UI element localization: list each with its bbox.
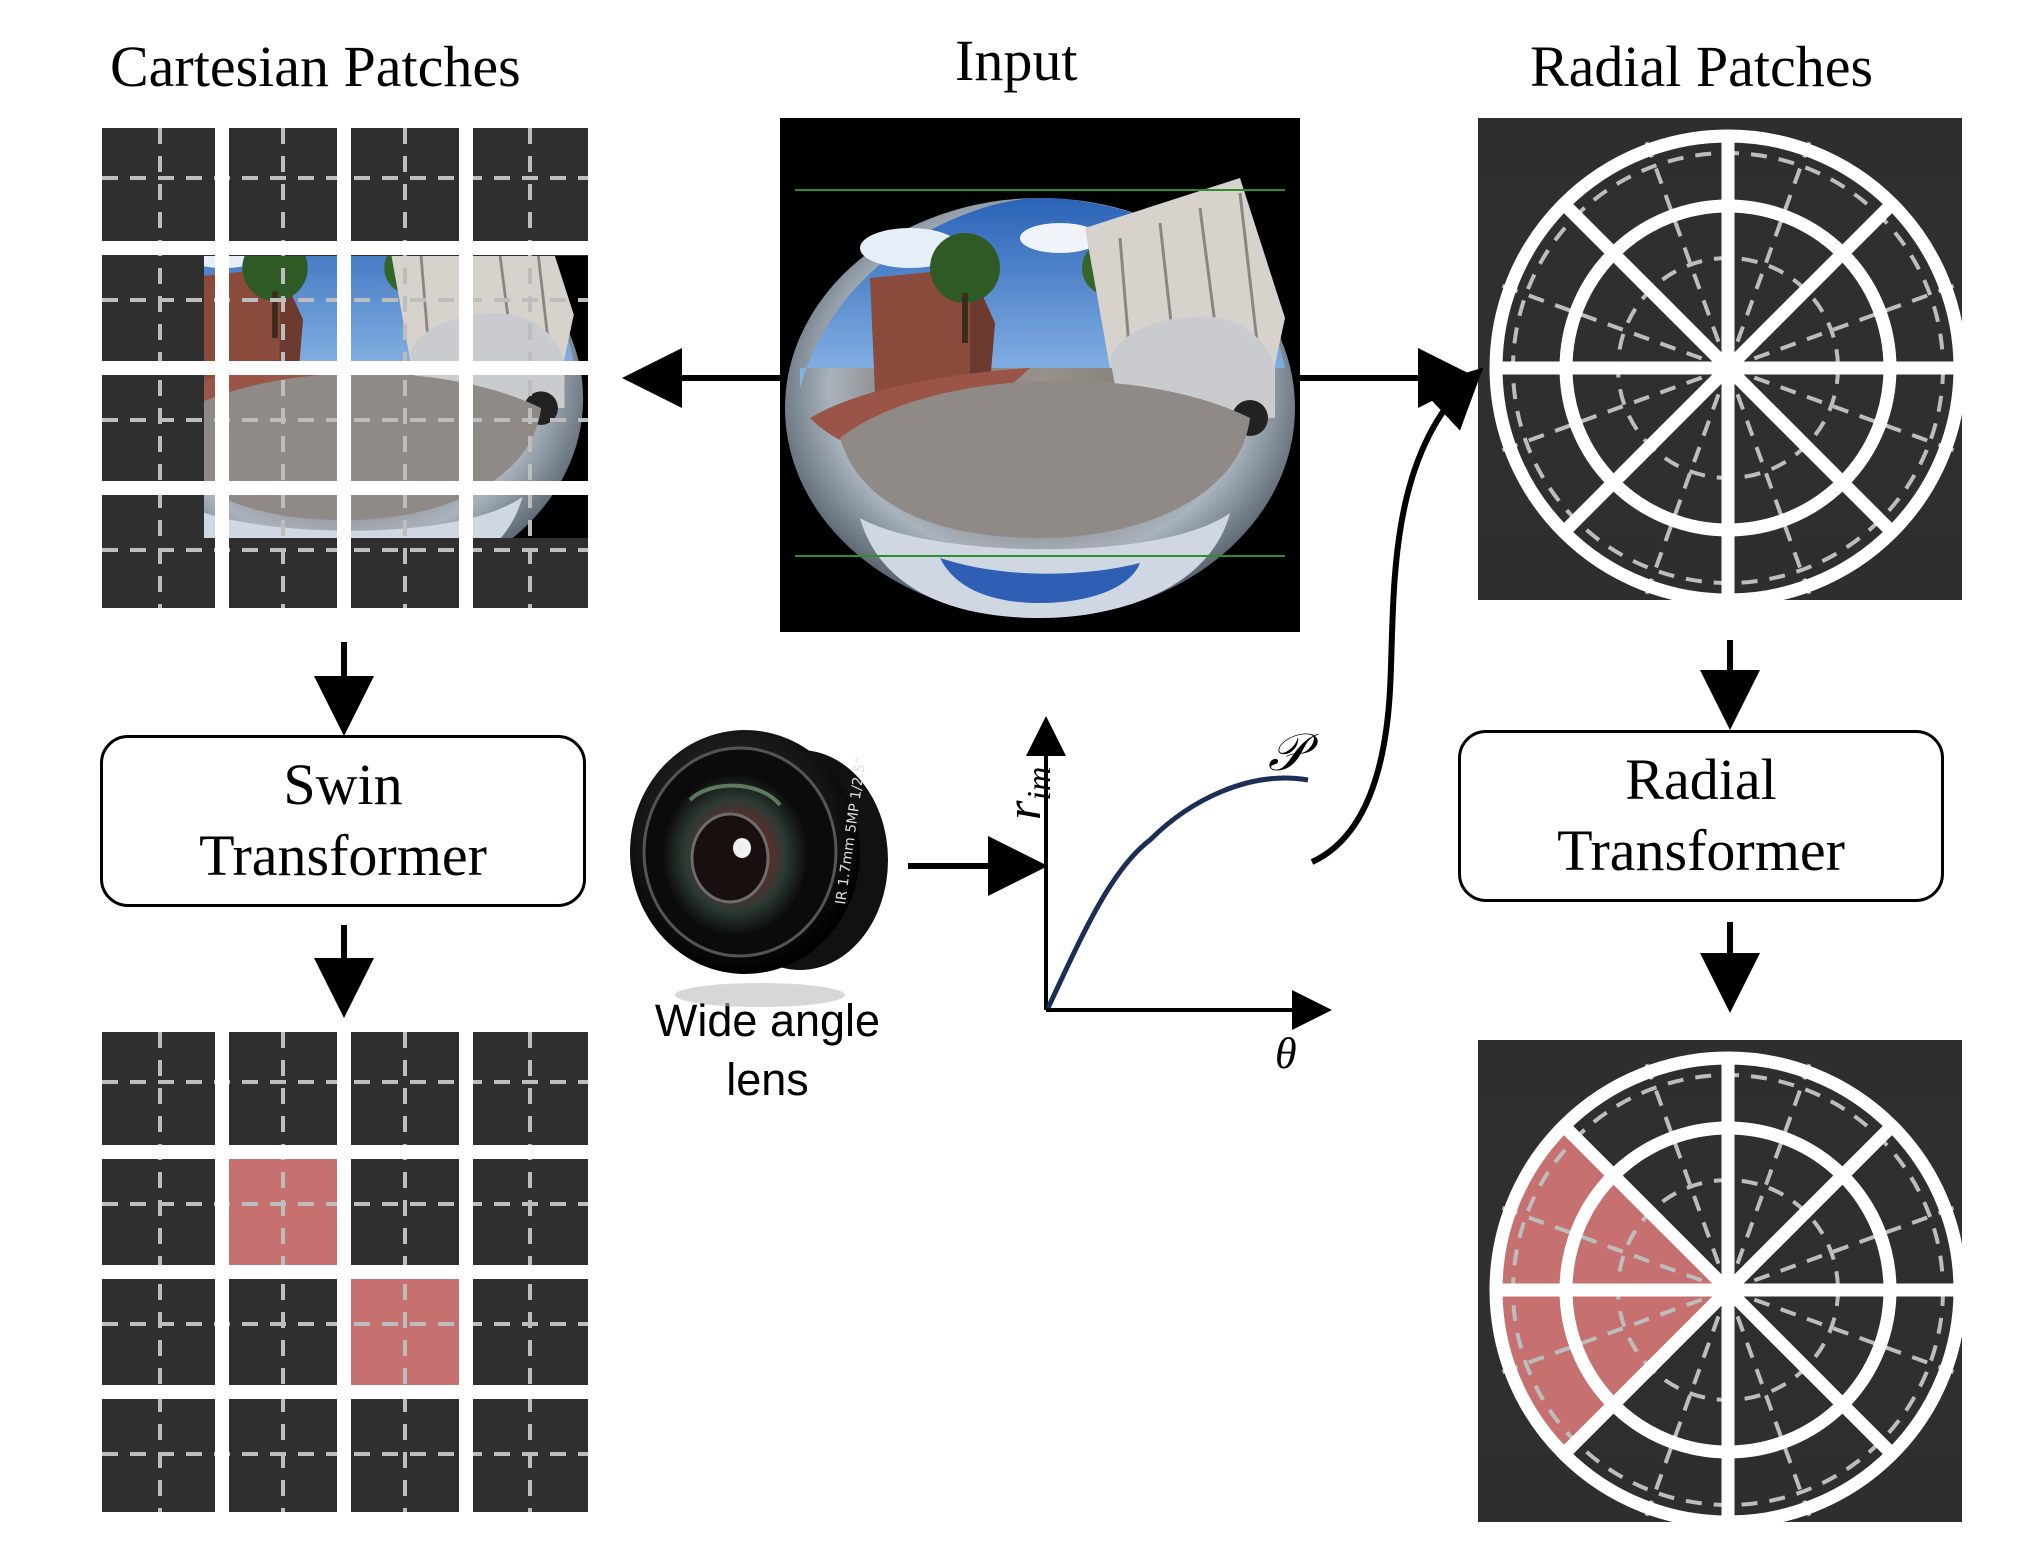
- radial-label-line2: Transformer: [1557, 818, 1845, 883]
- lens-icon: IR 1.7mm 5MP 1/2.5": [630, 730, 888, 1007]
- x-axis-label: θ: [1275, 1029, 1297, 1078]
- radial-output-image: [1478, 1040, 1967, 1529]
- curve-label: 𝒫: [1268, 723, 1319, 783]
- y-axis-label: rim: [995, 767, 1058, 820]
- swin-label-line2: Transformer: [199, 823, 487, 888]
- swin-label-line1: Swin: [283, 752, 403, 818]
- input-fisheye-image: [780, 118, 1300, 632]
- highlight-sector: [1496, 1126, 1728, 1290]
- cartesian-patches-image: [102, 128, 588, 608]
- input-title: Input: [955, 28, 1078, 93]
- lens-label-line2: lens: [726, 1053, 809, 1105]
- radial-patches-image: [1478, 118, 1967, 607]
- projection-curve: [1045, 775, 1309, 1010]
- cartesian-output-image: [102, 1032, 588, 1512]
- arrow-plot-to-radial: [1310, 367, 1484, 865]
- radial-patches-title: Radial Patches: [1530, 34, 1874, 99]
- flow-arrows: [314, 348, 1760, 1018]
- swin-transformer-block: Swin Transformer: [100, 735, 586, 907]
- radial-label-line1: Radial: [1625, 747, 1777, 813]
- distortion-plot: rim θ 𝒫: [995, 716, 1332, 1078]
- radial-transformer-block: Radial Transformer: [1458, 730, 1944, 902]
- cartesian-patches-title: Cartesian Patches: [110, 34, 521, 99]
